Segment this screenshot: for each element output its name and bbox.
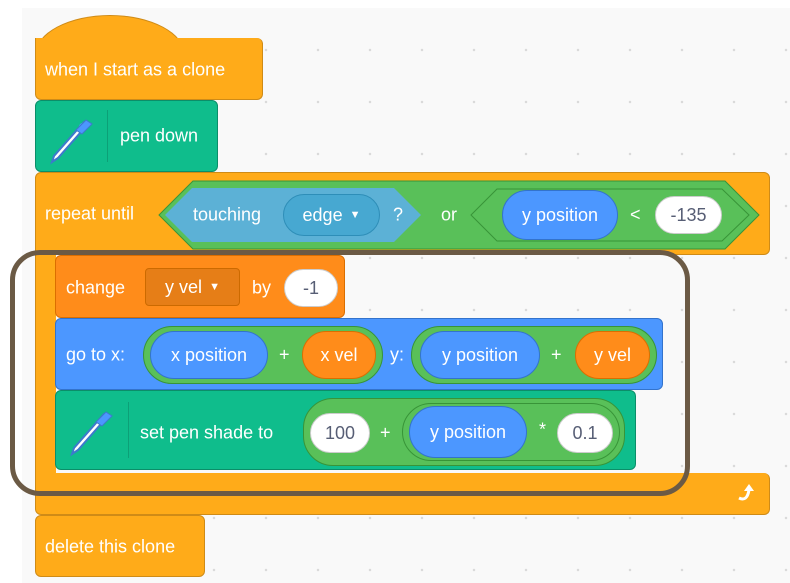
dropdown-value: edge	[302, 204, 343, 225]
touching-target-dropdown[interactable]: edge ▼	[283, 194, 380, 236]
caret-down-icon: ▼	[349, 209, 361, 221]
y-vel-reporter[interactable]: y vel	[575, 331, 650, 379]
delete-clone-label: delete this clone	[45, 536, 176, 557]
touching-label: touching	[193, 204, 262, 225]
change-label: change	[66, 277, 126, 298]
y-position-reporter[interactable]: y position	[420, 331, 540, 379]
variable-dropdown[interactable]: y vel ▼	[145, 268, 240, 306]
shade-base-input[interactable]: 100	[310, 413, 370, 453]
by-label: by	[252, 277, 272, 298]
or-label: or	[441, 204, 458, 225]
pen-icon	[50, 119, 93, 165]
y-position-reporter[interactable]: y position	[502, 190, 618, 240]
x-position-reporter[interactable]: x position	[150, 331, 268, 379]
highlight-outline	[10, 250, 690, 496]
caret-down-icon: ▼	[209, 281, 220, 293]
question-mark: ?	[393, 204, 404, 225]
go-to-label: go to x:	[66, 344, 126, 365]
compare-value-input[interactable]: -135	[655, 196, 722, 234]
plus-symbol: +	[279, 344, 290, 365]
pen-down-label: pen down	[120, 125, 199, 146]
loop-arrow-icon	[738, 484, 754, 501]
set-pen-shade-label: set pen shade to	[140, 422, 274, 443]
plus-symbol: +	[380, 422, 391, 443]
multiply-symbol: *	[539, 419, 547, 440]
hat-label: when I start as a clone	[45, 59, 226, 80]
change-amount-input[interactable]: -1	[284, 269, 338, 307]
variable-name: y vel	[165, 276, 203, 297]
less-than-symbol: <	[630, 204, 641, 225]
repeat-until-label: repeat until	[45, 203, 135, 224]
x-vel-reporter[interactable]: x vel	[302, 331, 376, 379]
multiplier-input[interactable]: 0.1	[557, 413, 613, 453]
pen-icon	[70, 411, 113, 457]
y-position-reporter[interactable]: y position	[409, 406, 527, 458]
y-label: y:	[390, 344, 405, 365]
plus-symbol: +	[551, 344, 562, 365]
